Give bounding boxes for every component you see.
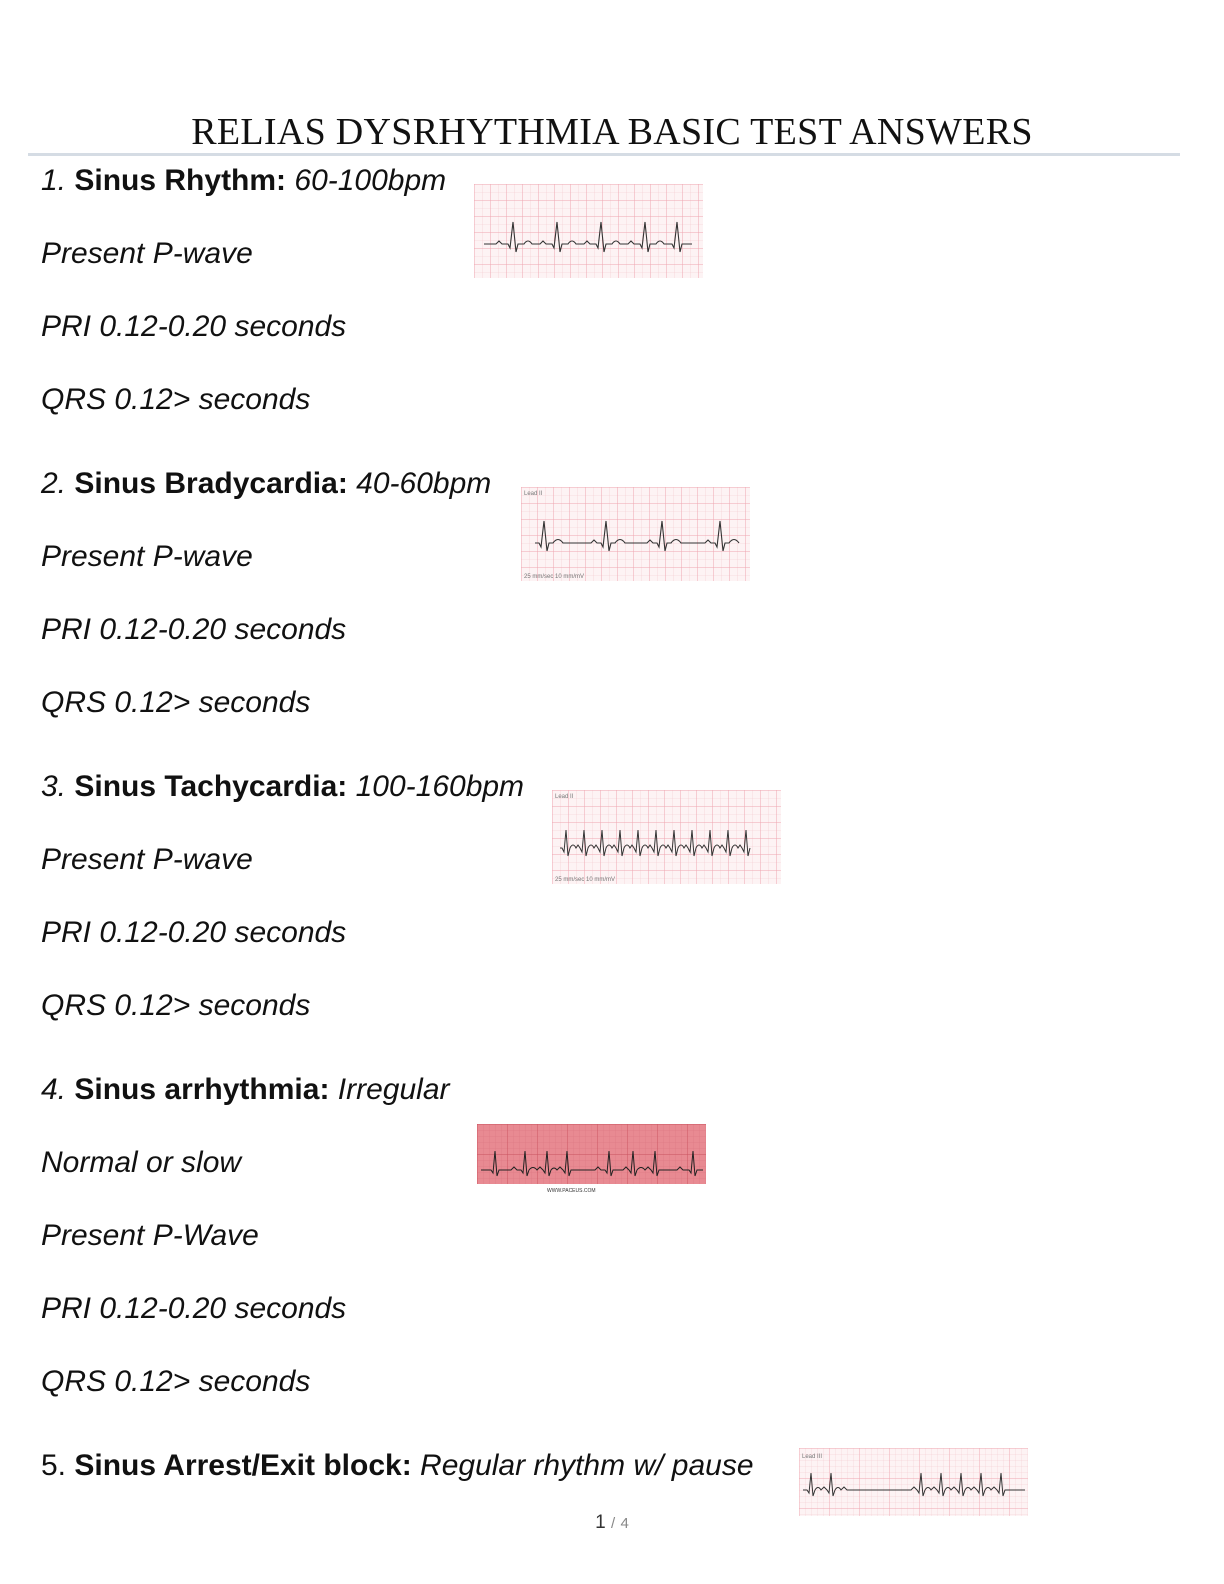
section-4-line-4: QRS 0.12> seconds [41, 1365, 311, 1398]
page-indicator: 1 / 4 [0, 1512, 1224, 1534]
strip-lead-label: Lead II [555, 794, 574, 800]
current-page: 1 [595, 1512, 606, 1533]
section-3-line-3: QRS 0.12> seconds [41, 989, 311, 1022]
section-name: Sinus Arrest/Exit block: [74, 1449, 412, 1482]
ecg-strip-sinus-tachycardia: Lead II 25 mm/sec 10 mm/mV [552, 790, 781, 884]
section-3-heading: 3. Sinus Tachycardia: 100-160bpm [41, 769, 524, 805]
section-4-line-1: Normal or slow [41, 1146, 242, 1179]
strip-footer-label: 25 mm/sec 10 mm/mV [555, 877, 615, 883]
section-2-line-3: QRS 0.12> seconds [41, 686, 311, 719]
section-rate: 60-100bpm [294, 164, 447, 197]
section-4-line-2: Present P-Wave [41, 1219, 259, 1252]
section-number: 1. [41, 164, 67, 197]
ecg-strip-image: Lead II 25 mm/sec 10 mm/mV [521, 487, 750, 581]
section-number: 2. [41, 467, 67, 500]
section-3-line-2: PRI 0.12-0.20 seconds [41, 916, 347, 949]
section-4-line-3: PRI 0.12-0.20 seconds [41, 1292, 347, 1325]
section-3-line-1: Present P-wave [41, 843, 253, 876]
section-name: Sinus Tachycardia: [74, 770, 348, 803]
ecg-strip-sinus-rhythm [474, 184, 703, 278]
strip-lead-label: Lead III [802, 1454, 822, 1460]
ecg-strip-sinus-arrest: Lead III [799, 1448, 1028, 1516]
section-1-line-3: QRS 0.12> seconds [41, 383, 311, 416]
title-underline [28, 153, 1180, 156]
ecg-strip-image: WWW.PACEUS.COM [477, 1124, 706, 1194]
section-2-line-1: Present P-wave [41, 540, 253, 573]
section-rate: Irregular [337, 1073, 450, 1106]
section-5-heading: 5. Sinus Arrest/Exit block: Regular rhyt… [41, 1448, 754, 1484]
section-2-heading: 2. Sinus Bradycardia: 40-60bpm [41, 466, 491, 502]
section-name: Sinus Bradycardia: [74, 467, 348, 500]
section-name: Sinus Rhythm: [74, 164, 287, 197]
ecg-strip-image: Lead III [799, 1448, 1028, 1516]
strip-footer-label: 25 mm/sec 10 mm/mV [524, 574, 584, 580]
section-1-line-1: Present P-wave [41, 237, 253, 270]
section-number: 3. [41, 770, 67, 803]
section-4-heading: 4. Sinus arrhythmia: Irregular [41, 1072, 450, 1108]
section-rate: Regular rhythm w/ pause [420, 1449, 754, 1482]
section-2-line-2: PRI 0.12-0.20 seconds [41, 613, 347, 646]
total-pages: 4 [620, 1515, 629, 1532]
section-1-line-2: PRI 0.12-0.20 seconds [41, 310, 347, 343]
section-name: Sinus arrhythmia: [74, 1073, 330, 1106]
strip-lead-label: Lead II [524, 491, 543, 497]
ecg-strip-image [474, 184, 703, 278]
page-separator: / [611, 1515, 616, 1532]
ecg-strip-sinus-bradycardia: Lead II 25 mm/sec 10 mm/mV [521, 487, 750, 581]
strip-footer-label: WWW.PACEUS.COM [547, 1188, 596, 1194]
section-number: 5. [41, 1449, 67, 1482]
ecg-strip-sinus-arrhythmia: WWW.PACEUS.COM [477, 1124, 706, 1194]
section-rate: 40-60bpm [356, 467, 492, 500]
page-title: RELIAS DYSRHYTHMIA BASIC TEST ANSWERS [191, 111, 1033, 153]
ecg-strip-image: Lead II 25 mm/sec 10 mm/mV [552, 790, 781, 884]
section-rate: 100-160bpm [355, 770, 525, 803]
section-number: 4. [41, 1073, 67, 1106]
section-1-heading: 1. Sinus Rhythm: 60-100bpm [41, 163, 446, 199]
